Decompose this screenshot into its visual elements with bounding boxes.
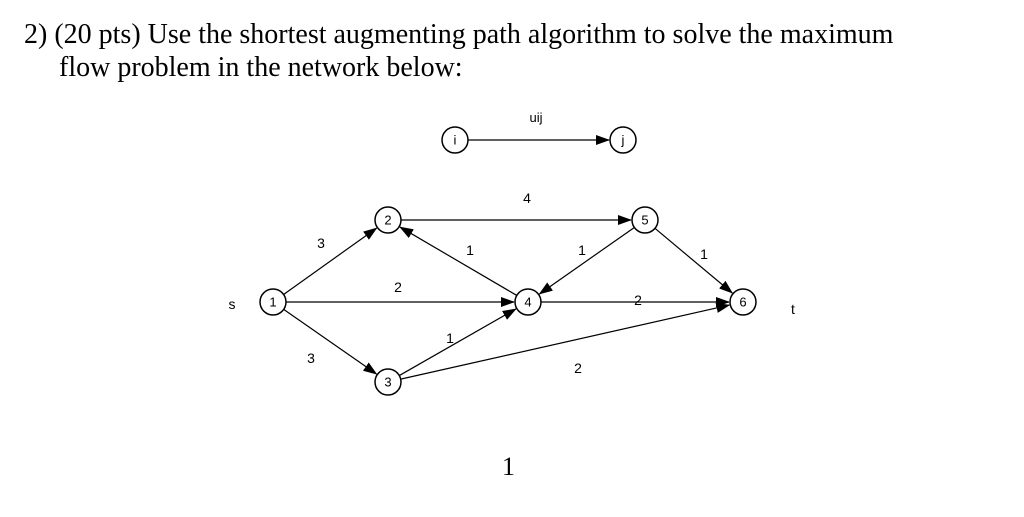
legend-node-i-label: i — [454, 133, 457, 148]
edge-capacity-1-2: 3 — [317, 235, 325, 251]
node-6: 6 — [729, 288, 757, 316]
legend-node-j-label: j — [621, 133, 625, 148]
node-circle — [729, 288, 757, 316]
edge-1-3 — [283, 308, 378, 375]
edge-capacity-1-3: 3 — [307, 350, 315, 366]
source-label: s — [229, 296, 236, 312]
node-1: 1 — [259, 288, 287, 316]
edge-1-2 — [283, 227, 378, 295]
legend-capacity-label: uij — [529, 110, 542, 125]
problem-line-2: flow problem in the network below: — [59, 52, 463, 83]
legend-node-i: i — [441, 126, 469, 154]
edge-3-4 — [398, 308, 517, 377]
node-label: 5 — [641, 213, 648, 228]
node-4: 4 — [514, 288, 542, 316]
node-5: 5 — [631, 206, 659, 234]
edge-capacity-2-5: 4 — [523, 190, 531, 206]
legend: i j uij — [441, 110, 637, 154]
problem-line-1: 2) (20 pts) Use the shortest augmenting … — [24, 19, 894, 50]
node-circle — [514, 288, 542, 316]
edge-capacity-1-4: 2 — [394, 279, 402, 295]
node-label: 1 — [269, 295, 276, 310]
node-3: 3 — [374, 368, 402, 396]
node-circle — [259, 288, 287, 316]
node-circle — [374, 368, 402, 396]
edge-capacity-4-6: 2 — [634, 292, 642, 308]
page-number: 1 — [502, 452, 515, 481]
edge-capacity-5-6: 1 — [700, 246, 708, 262]
edge-capacity-3-4: 1 — [446, 330, 454, 346]
edge-capacity-4-2: 1 — [466, 242, 474, 258]
node-2: 2 — [374, 206, 402, 234]
legend-node-j: j — [609, 126, 637, 154]
edge-labels: 3 2 3 4 1 1 1 1 2 2 — [307, 190, 708, 376]
node-label: 2 — [384, 213, 391, 228]
edge-3-6 — [400, 303, 731, 380]
node-label: 6 — [739, 295, 746, 310]
edge-5-4 — [538, 226, 635, 295]
edge-5-6 — [654, 227, 734, 294]
sink-label: t — [791, 301, 795, 317]
edge-capacity-3-6: 2 — [574, 360, 582, 376]
nodes: 1 2 3 4 5 6 — [259, 206, 757, 396]
node-label: 4 — [524, 295, 531, 310]
node-circle — [374, 206, 402, 234]
edges — [283, 215, 734, 380]
node-label: 3 — [384, 375, 391, 390]
problem-statement: 2) (20 pts) Use the shortest augmenting … — [24, 18, 1004, 84]
edge-4-2 — [399, 226, 518, 296]
edge-capacity-5-4: 1 — [578, 242, 586, 258]
node-circle — [631, 206, 659, 234]
